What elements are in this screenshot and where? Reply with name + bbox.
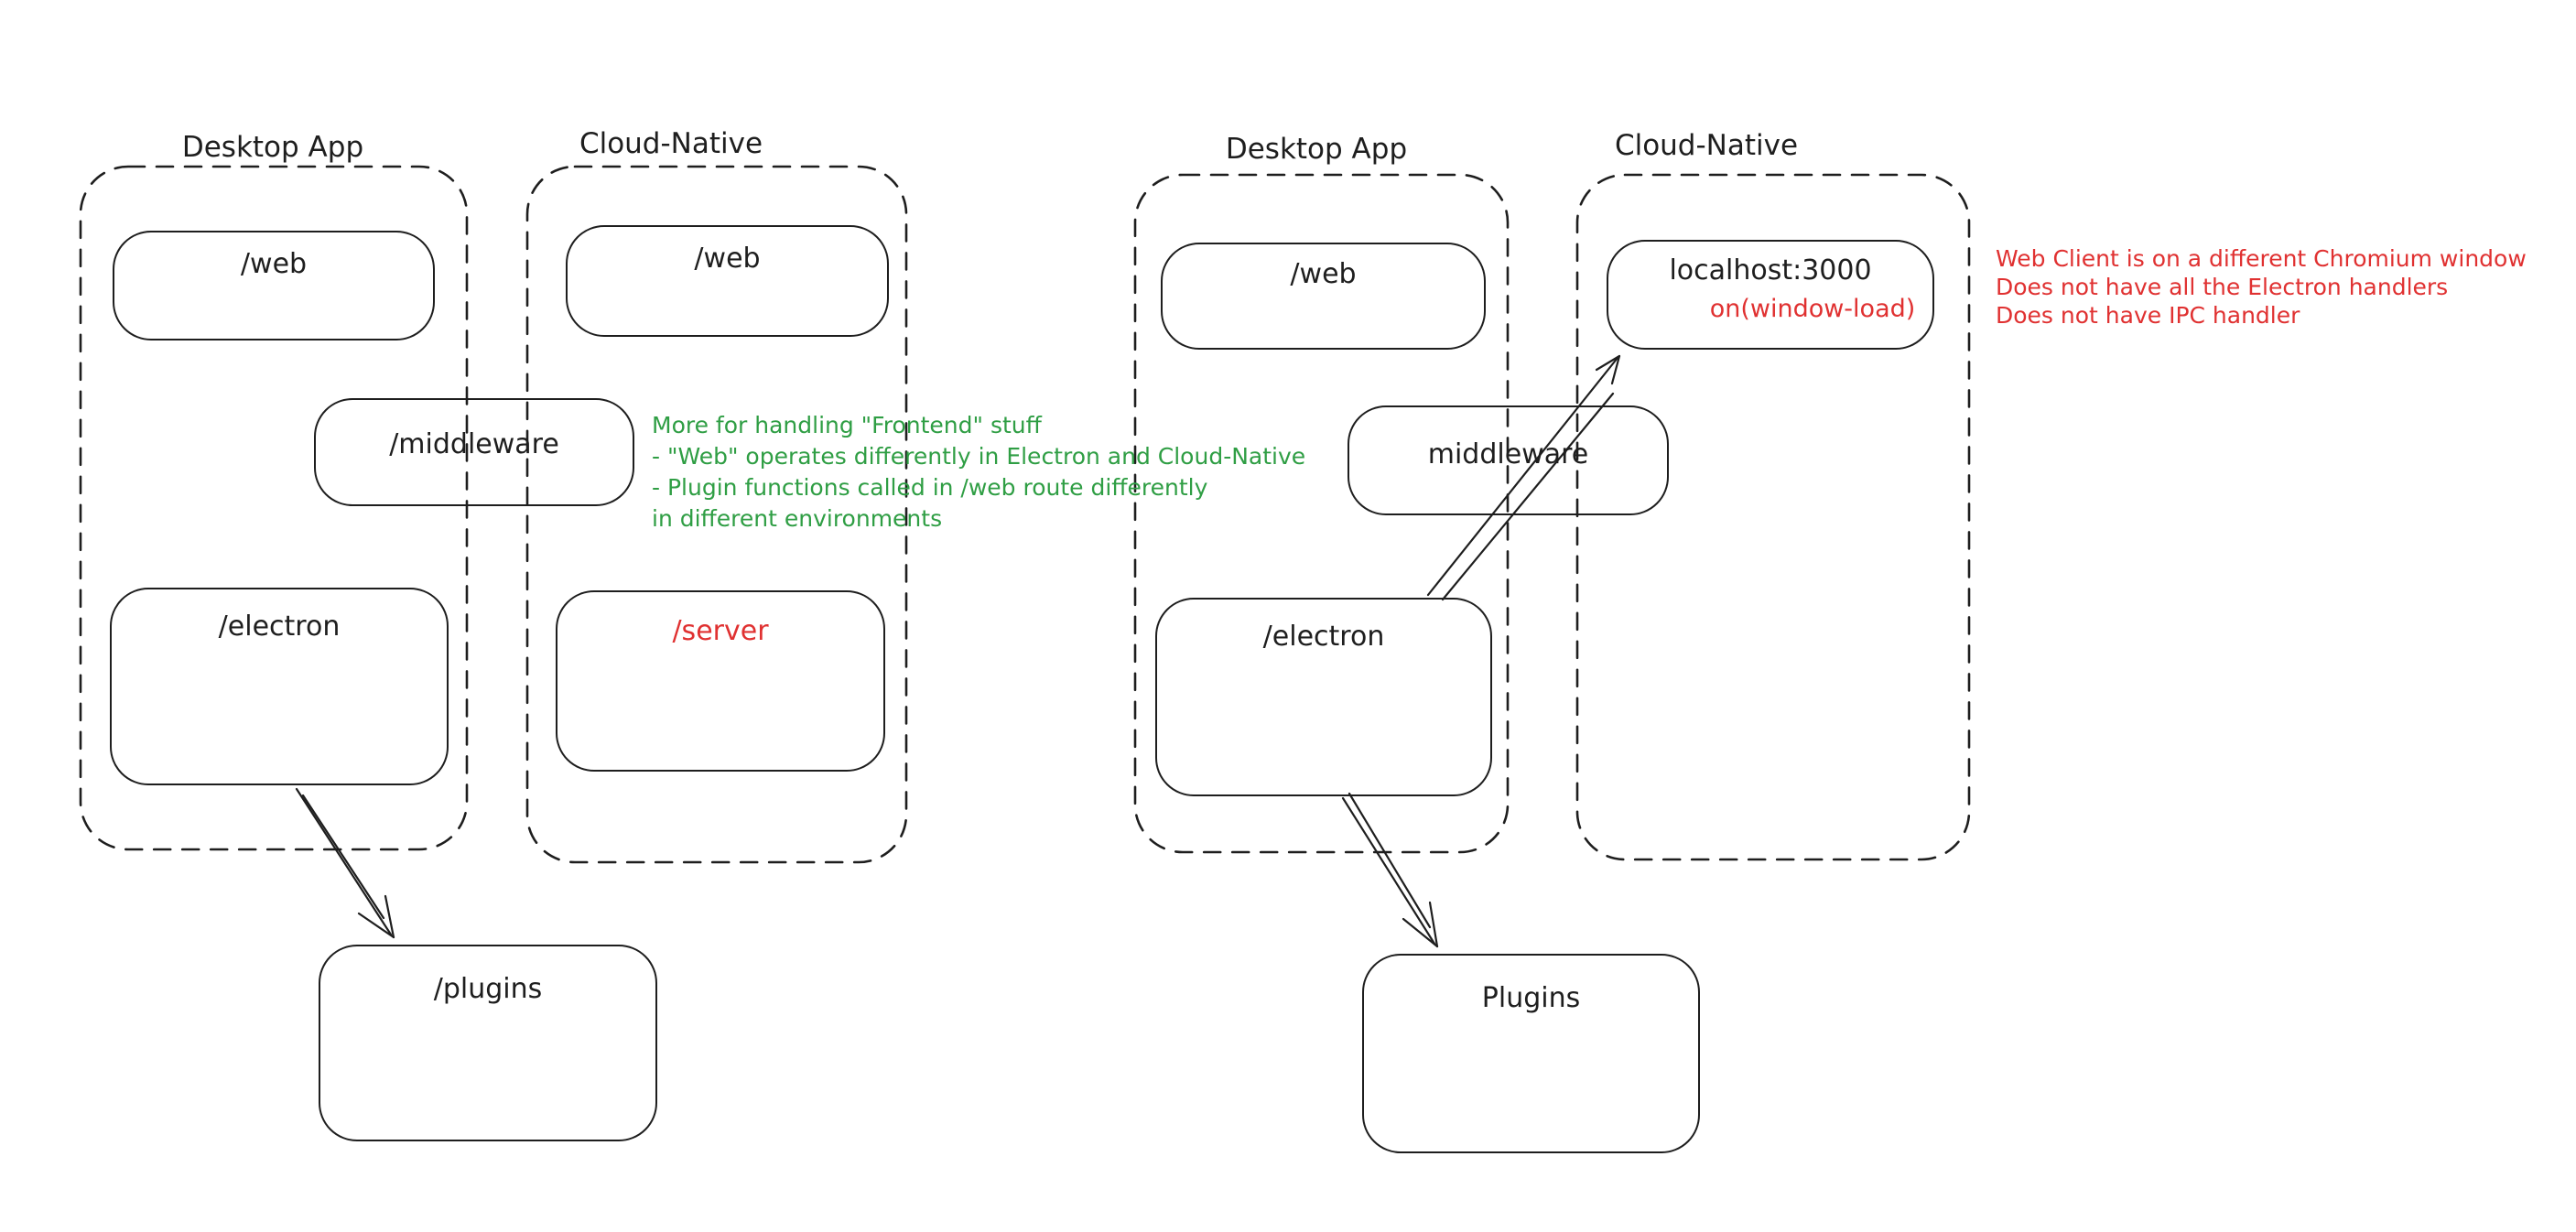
green-annotation-line: - Plugin functions called in /web route … [652,474,1208,501]
right-desktop-app-container-outline [1133,173,1510,854]
left-cloud-web-label: /web [694,243,761,275]
left-electron-box: /electron [110,588,449,785]
right-cloud-native-title: Cloud-Native [1614,129,1799,162]
right-desktop-app-title: Desktop App [1225,133,1408,166]
right-plugins-label: Plugins [1481,982,1581,1014]
right-middleware-box: middleware [1348,405,1669,515]
left-cloud-web-box: /web [566,225,889,337]
right-web-label: /web [1290,258,1357,290]
green-annotation-line: More for handling "Frontend" stuff [652,412,1042,438]
left-cloud-native-title: Cloud-Native [579,127,763,160]
right-window-load-label: on(window-load) [1709,295,1916,323]
right-localhost-box: localhost:3000 on(window-load) [1607,240,1934,350]
right-plugins-box: Plugins [1362,954,1700,1153]
right-electron-box: /electron [1155,598,1492,796]
right-electron-label: /electron [1262,621,1385,653]
left-desktop-app-container-outline [79,165,469,851]
left-desktop-app-title: Desktop App [181,131,364,164]
right-web-box: /web [1161,243,1486,350]
right-localhost-label: localhost:3000 [1669,254,1872,286]
left-desktop-web-label: /web [240,248,308,280]
left-cloud-native-container-outline [525,165,908,864]
left-middleware-label: /middleware [389,428,559,460]
green-annotation: More for handling "Frontend" stuff - "We… [652,410,1305,535]
right-cloud-native-container-outline [1575,173,1971,861]
red-annotation: Web Client is on a different Chromium wi… [1996,244,2527,330]
left-plugins-box: /plugins [319,945,657,1141]
arrow-right-electron-to-plugins [1341,792,1439,948]
green-annotation-line: in different environments [652,505,943,532]
left-electron-label: /electron [218,611,341,643]
left-middleware-box: /middleware [314,398,634,506]
left-server-label: /server [672,615,769,647]
red-annotation-line: Web Client is on a different Chromium wi… [1996,245,2527,272]
left-plugins-label: /plugins [433,973,543,1005]
green-annotation-line: - "Web" operates differently in Electron… [652,443,1306,470]
left-server-box: /server [556,590,885,772]
red-annotation-line: Does not have all the Electron handlers [1996,274,2449,300]
left-desktop-web-box: /web [113,231,435,340]
arrow-left-electron-to-plugins [295,787,395,939]
arrow-right-electron-to-localhost [1426,354,1621,601]
red-annotation-line: Does not have IPC handler [1996,302,2300,329]
right-middleware-label: middleware [1427,438,1589,470]
